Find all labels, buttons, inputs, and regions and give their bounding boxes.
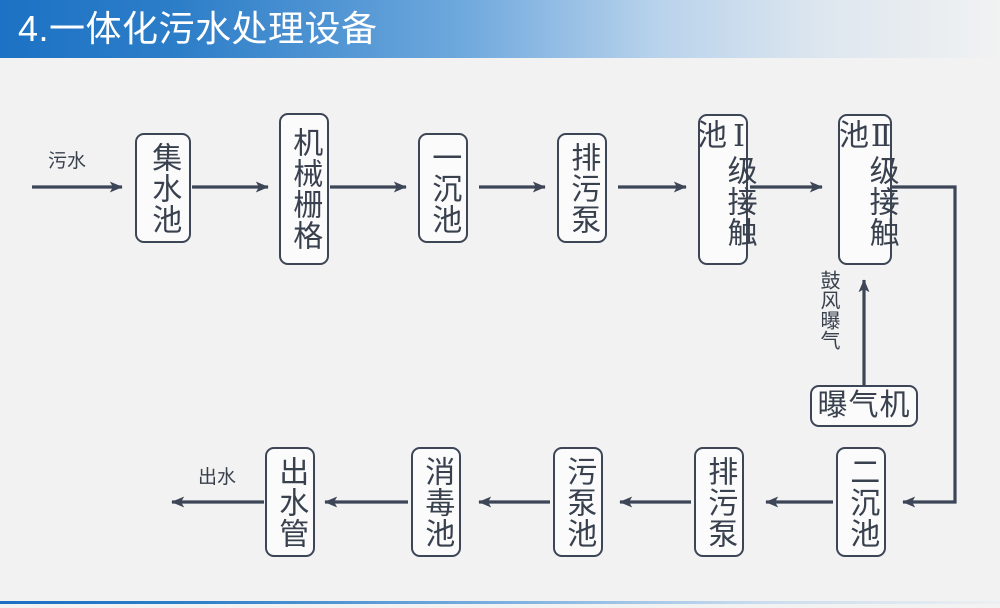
outlet-label: 出水 <box>198 467 237 488</box>
roman-numeral-2: Ⅱ <box>864 119 898 155</box>
aeration-label: 鼓风曝气 <box>817 270 839 350</box>
node-label: 机械栅格 <box>288 127 322 251</box>
node-disinfection-tank[interactable]: 消毒池 <box>411 447 461 557</box>
node-contact-tank-1[interactable]: Ⅰ级接触池 <box>692 114 756 265</box>
node-sewage-pump[interactable]: 排污泵 <box>557 133 607 243</box>
page-title: 4.一体化污水处理设备 <box>18 8 378 49</box>
header-bar: 4.一体化污水处理设备 <box>0 0 1000 58</box>
node-primary-settling[interactable]: 一沉池 <box>418 133 468 243</box>
node-label: 集水池 <box>147 141 181 235</box>
node-contact-tank-2[interactable]: Ⅱ级接触池 <box>834 114 898 265</box>
node-label-rest: 级接触池 <box>692 119 756 248</box>
node-aerator[interactable]: 曝气机 <box>810 385 918 427</box>
node-collect-tank[interactable]: 集水池 <box>135 133 191 243</box>
node-sludge-pump[interactable]: 排污泵 <box>694 447 744 557</box>
node-label: 曝气机 <box>817 388 911 422</box>
node-label: 一沉池 <box>427 141 461 235</box>
footer-rule <box>0 601 1000 604</box>
node-label: Ⅱ级接触池 <box>834 119 898 260</box>
node-mechanical-grille[interactable]: 机械栅格 <box>279 113 329 265</box>
node-label: 二沉池 <box>845 455 879 549</box>
inlet-label: 污水 <box>48 151 87 172</box>
flow-connectors <box>32 181 957 508</box>
node-label: 出水管 <box>274 455 308 549</box>
node-label: 排污泵 <box>703 455 737 549</box>
node-secondary-settling[interactable]: 二沉池 <box>836 447 886 557</box>
node-label-rest: 级接触池 <box>834 119 898 248</box>
node-outlet-pipe[interactable]: 出水管 <box>265 447 315 557</box>
node-label: 排污泵 <box>566 141 600 235</box>
node-label: Ⅰ级接触池 <box>692 119 756 260</box>
node-label: 污泵池 <box>562 455 596 549</box>
node-label: 消毒池 <box>420 455 454 549</box>
node-sludge-pump-tank[interactable]: 污泵池 <box>553 447 603 557</box>
roman-numeral-1: Ⅰ <box>722 119 756 155</box>
process-flow-diagram: 污水 出水 鼓风曝气 集水池 机械栅格 一沉池 排污泵 Ⅰ级接触池 Ⅱ级接触池 … <box>0 58 1000 601</box>
